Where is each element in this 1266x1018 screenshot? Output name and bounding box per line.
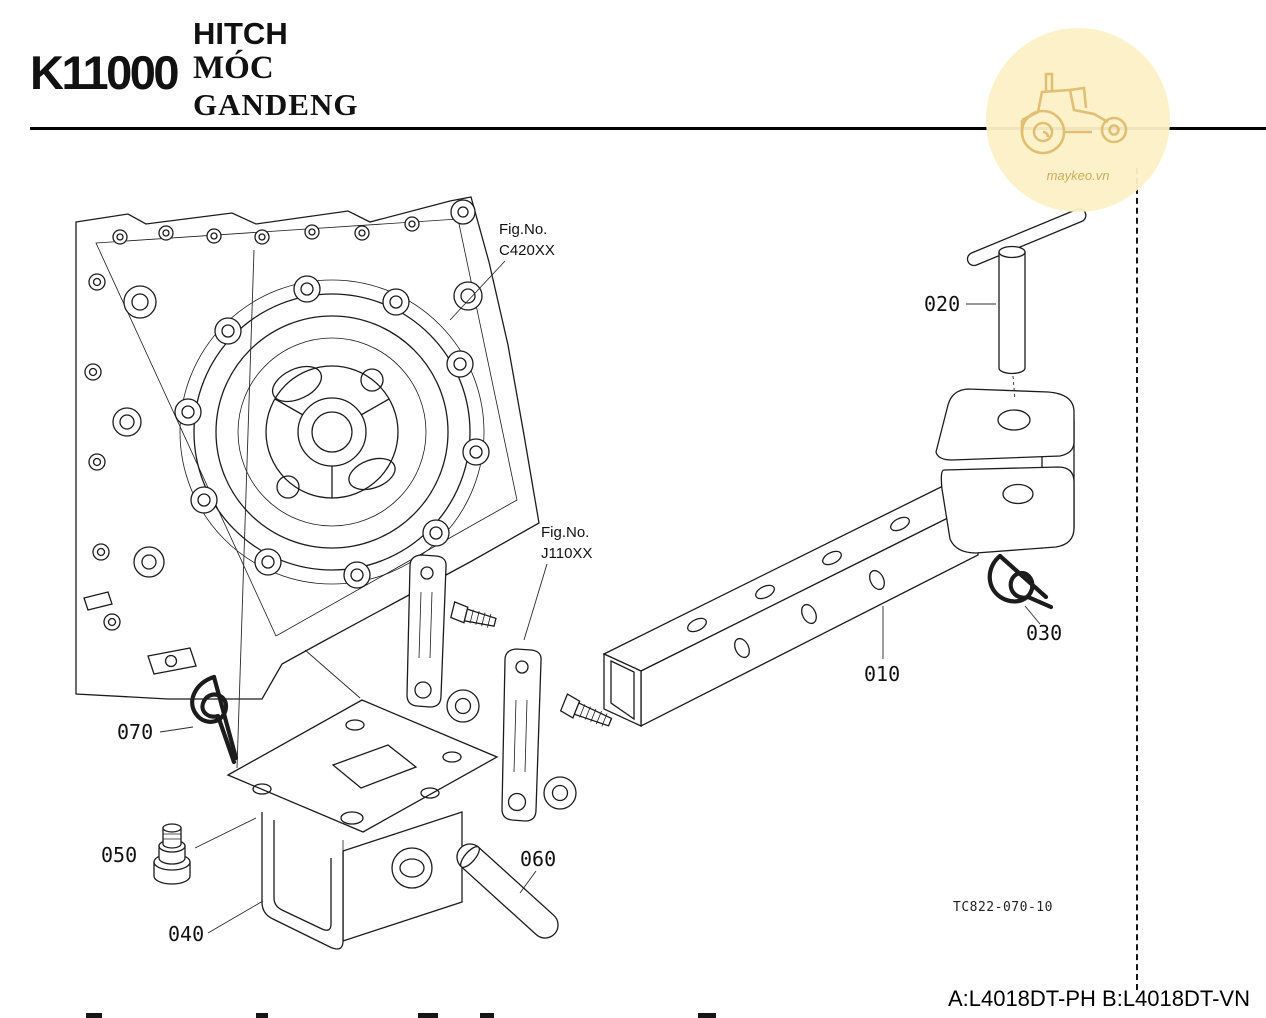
part-label-050: 050 bbox=[101, 843, 137, 867]
page-title-en: HITCH bbox=[193, 16, 288, 51]
header-rule bbox=[30, 127, 1266, 130]
fig-ref-j110xx: Fig.No. J110XX bbox=[523, 524, 592, 641]
strap-bolt-upper bbox=[450, 601, 497, 628]
watermark-badge: maykeo.vn bbox=[986, 28, 1170, 212]
page-edge-mark bbox=[480, 1013, 494, 1018]
fig-ref-label: Fig.No. bbox=[499, 221, 547, 238]
part-label-020: 020 bbox=[924, 292, 996, 316]
page-edge-mark bbox=[698, 1013, 716, 1018]
hanger-strap-assembly bbox=[406, 554, 613, 822]
page-title-vi: MÓC bbox=[193, 50, 274, 86]
flange-bolt-holes bbox=[174, 275, 490, 589]
drawing-number: TC822-070-10 bbox=[953, 900, 1053, 915]
svg-text:070: 070 bbox=[117, 720, 153, 744]
hitch-pin-drawing bbox=[966, 208, 1087, 401]
case-left-bosses bbox=[84, 273, 121, 631]
tractor-icon bbox=[1020, 72, 1128, 155]
snap-pin-lower-drawing bbox=[190, 674, 239, 765]
part-label-060: 060 bbox=[519, 847, 556, 894]
fig-ref-c420xx: Fig.No. C420XX bbox=[449, 221, 555, 321]
clevis-drawing bbox=[935, 388, 1075, 554]
part-label-070: 070 bbox=[117, 720, 194, 744]
page-edge-mark bbox=[256, 1013, 268, 1018]
fig-ref-code: J110XX bbox=[541, 545, 592, 562]
knob-bolt-drawing bbox=[153, 823, 191, 885]
page-edge-mark bbox=[86, 1013, 102, 1018]
page-dashed-divider bbox=[1136, 168, 1138, 990]
svg-text:050: 050 bbox=[101, 843, 137, 867]
fig-ref-code: C420XX bbox=[499, 242, 555, 259]
strap-bolt-lower bbox=[559, 693, 613, 727]
bracket-drawing bbox=[194, 699, 499, 950]
part-label-010: 010 bbox=[864, 606, 900, 686]
footer-model-codes: A:L4018DT-PH B:L4018DT-VN bbox=[947, 986, 1250, 1011]
transmission-case-drawing bbox=[75, 196, 540, 769]
drawbar-drawing bbox=[602, 484, 980, 728]
part-labels: 010 020 030 040 050 060 070 bbox=[101, 292, 1062, 946]
page-edge-mark bbox=[418, 1013, 438, 1018]
fig-ref-label: Fig.No. bbox=[541, 524, 589, 541]
svg-text:030: 030 bbox=[1026, 621, 1062, 645]
svg-text:040: 040 bbox=[168, 922, 204, 946]
svg-text:020: 020 bbox=[924, 292, 960, 316]
watermark-text: maykeo.vn bbox=[1046, 168, 1110, 183]
svg-text:060: 060 bbox=[520, 847, 556, 871]
snap-pin-upper-drawing bbox=[987, 553, 1054, 610]
svg-text:010: 010 bbox=[864, 662, 900, 686]
section-code: K11000 bbox=[30, 46, 180, 99]
case-top-bosses bbox=[112, 216, 420, 245]
part-label-040: 040 bbox=[168, 900, 264, 946]
part-label-030: 030 bbox=[1024, 605, 1062, 645]
page-title-id: GANDENG bbox=[193, 87, 359, 122]
clevis-pin-drawing bbox=[456, 843, 559, 939]
